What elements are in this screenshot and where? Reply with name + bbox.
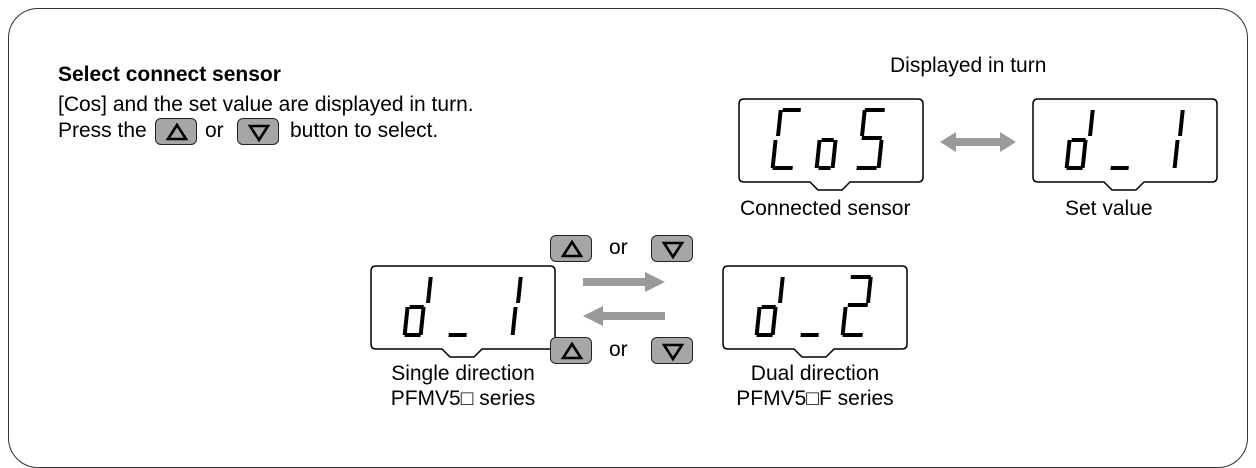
set-value-label: Set value <box>1065 197 1153 220</box>
lcd-single-direction-display <box>370 265 556 358</box>
instruction-line-2-suffix: button to select. <box>290 119 439 142</box>
dual-series-label: PFMV5□F series <box>736 387 894 410</box>
up-button-bottom[interactable] <box>550 337 592 364</box>
lcd-dual-direction-display <box>722 265 908 358</box>
instruction-line-2-prefix: Press the <box>58 119 147 142</box>
down-triangle-icon <box>661 343 685 362</box>
up-button-top[interactable] <box>550 235 592 262</box>
or-top-label: or <box>609 236 628 259</box>
dual-direction-label: Dual direction <box>750 362 880 385</box>
up-triangle-icon <box>165 122 189 141</box>
down-triangle-icon <box>247 124 271 143</box>
down-button-top[interactable] <box>651 235 693 262</box>
up-triangle-icon <box>560 341 584 360</box>
lcd-set-value-display <box>1032 98 1218 191</box>
single-direction-label: Single direction <box>391 362 535 385</box>
up-triangle-icon <box>560 239 584 258</box>
instruction-line-1: [Cos] and the set value are displayed in… <box>58 93 474 116</box>
down-triangle-icon <box>661 241 685 260</box>
double-arrow-icon <box>940 132 1016 152</box>
left-arrow-icon <box>583 306 665 326</box>
section-heading: Select connect sensor <box>58 63 281 86</box>
or-bottom-label: or <box>609 338 628 361</box>
lcd-cos-display <box>738 98 924 191</box>
connected-sensor-label: Connected sensor <box>740 197 911 220</box>
right-arrow-icon <box>583 272 665 292</box>
single-series-label: PFMV5□ series <box>390 387 536 410</box>
down-button-bottom[interactable] <box>651 337 693 364</box>
down-button[interactable] <box>237 118 279 145</box>
displayed-in-turn-label: Displayed in turn <box>890 54 1047 77</box>
lcd-cos-glyphs <box>770 108 885 170</box>
instruction-line-2-or: or <box>205 119 224 142</box>
up-button[interactable] <box>155 118 197 145</box>
